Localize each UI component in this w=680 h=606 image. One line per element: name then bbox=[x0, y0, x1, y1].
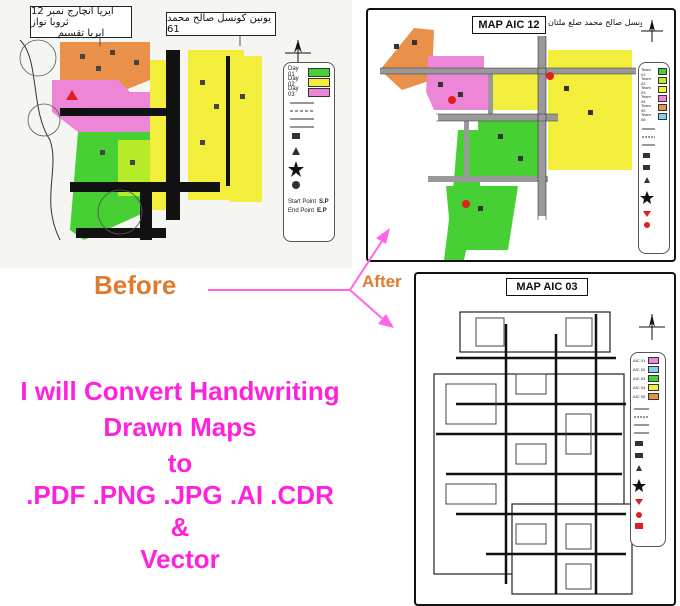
after-map-aic-03-legend-aic-5-label: AIC 05 bbox=[633, 394, 646, 399]
after-map-aic-03-legend-aic-5: AIC 05 bbox=[631, 392, 665, 401]
after-map-aic-12-legend-team-4: Team 04 bbox=[639, 93, 669, 104]
after-map-aic-12-legend-symbols bbox=[640, 128, 655, 228]
after-map-aic-12-legend-team-6: Team 06 bbox=[639, 111, 669, 122]
after-map-aic-12-legend-team-2: Team 02 bbox=[639, 75, 669, 86]
after-map-aic-12-legend-team-4-swatch bbox=[657, 95, 667, 102]
after-map-aic-12-legend-team-4-label: Team 04 bbox=[641, 93, 651, 104]
after-map-aic-12-legend-team-3: Team 03 bbox=[639, 84, 669, 95]
before-legend-day-2: Day 02 bbox=[284, 76, 334, 88]
before-legend-day-1: Day 01 bbox=[284, 66, 334, 78]
pitch-line-6: Vector bbox=[140, 544, 220, 574]
after-map-aic-12-legend-team-6-label: Team 06 bbox=[641, 111, 651, 122]
before-legend-start-point: Start Point S.P bbox=[284, 197, 334, 206]
after-map-aic-12-legend-team-5-swatch bbox=[657, 104, 667, 111]
after-label: After bbox=[362, 272, 402, 291]
before-legend-day-2-label: Day 02 bbox=[288, 76, 299, 88]
after-map-aic-12-legend-team-2-label: Team 02 bbox=[641, 75, 651, 86]
before-legend-end-code: E.P bbox=[317, 207, 327, 214]
before-legend-start-label: Start Point bbox=[288, 198, 317, 205]
before-legend-end-label: End Point bbox=[288, 207, 315, 214]
before-legend-start-code: S.P bbox=[319, 198, 329, 205]
before-legend-day-3-label: Day 03 bbox=[288, 86, 299, 98]
after-map-aic-12-legend: Team 01 Team 02 Team 03 Team 04 Team 05 … bbox=[638, 62, 670, 254]
before-after-arrows bbox=[208, 228, 394, 328]
after-map-aic-03-legend-aic-2: AIC 02 bbox=[631, 365, 665, 374]
before-label: Before bbox=[94, 270, 177, 300]
before-legend-day-1-swatch bbox=[308, 67, 330, 77]
before-header-right-box: ایریا انچارج نمبر 12 ثروبا نواز ایریا تق… bbox=[30, 5, 132, 39]
pitch-line-5: & bbox=[170, 512, 190, 542]
before-legend: Day 01 Day 02 Day 03 Start Point S.P End… bbox=[283, 62, 335, 242]
after-map-aic-03-legend-aic-4: AIC 04 bbox=[631, 383, 665, 392]
after-map-aic-12-legend-team-6-swatch bbox=[657, 113, 667, 120]
after-map-aic-12-legend-team-3-swatch bbox=[657, 86, 667, 93]
pitch-line-2: Drawn Maps bbox=[103, 412, 257, 442]
after-map-aic-03: MAP AIC 03 AIC 01 AIC 02 AIC 03 AIC 04 A… bbox=[414, 272, 676, 606]
before-header-right-subtext: ایریا تقسیم bbox=[57, 27, 105, 39]
after-map-aic-12-legend-team-3-label: Team 03 bbox=[641, 84, 651, 95]
after-map-aic-03-title-box: MAP AIC 03 bbox=[506, 278, 588, 296]
after-map-aic-03-title: MAP AIC 03 bbox=[516, 281, 578, 293]
before-legend-day-2-swatch bbox=[308, 77, 330, 87]
before-legend-day-3: Day 03 bbox=[284, 86, 334, 98]
after-map-aic-12-title-box: MAP AIC 12 bbox=[472, 16, 546, 34]
pitch-line-3: to bbox=[167, 448, 193, 478]
after-map-aic-03-legend-aic-3-swatch bbox=[648, 375, 660, 382]
after-map-aic-03-legend-aic-3-label: AIC 03 bbox=[633, 376, 646, 381]
before-header-right-text: ایریا انچارج نمبر 12 ثروبا نواز bbox=[31, 5, 114, 28]
after-map-aic-12-title: MAP AIC 12 bbox=[478, 19, 540, 31]
before-legend-day-3-swatch bbox=[308, 87, 330, 97]
after-map-aic-12-legend-team-2-swatch bbox=[657, 77, 667, 84]
after-map-aic-03-drawing bbox=[433, 311, 665, 595]
after-map-aic-03-legend: AIC 01 AIC 02 AIC 03 AIC 04 AIC 05 bbox=[630, 352, 666, 547]
before-legend-symbols bbox=[288, 102, 314, 189]
after-map-aic-12-legend-team-1: Team 01 bbox=[639, 66, 669, 77]
after-map-aic-12-legend-team-5: Team 05 bbox=[639, 102, 669, 113]
after-map-aic-12-urdu-title: نقشہ یونین کونسل صالح محمد ضلع ملتان bbox=[548, 18, 642, 27]
before-header-center-box: یونین کونسل صالح محمد 61 bbox=[166, 12, 276, 36]
before-map-image: ایریا انچارج نمبر 12 ثروبا نواز ایریا تق… bbox=[0, 0, 352, 268]
before-header-center-text: یونین کونسل صالح محمد 61 bbox=[167, 13, 271, 35]
before-legend-day-1-label: Day 01 bbox=[288, 66, 299, 78]
after-map-aic-03-legend-aic-2-swatch bbox=[648, 366, 660, 373]
pitch-line-1: I will Convert Handwriting bbox=[20, 376, 340, 406]
pitch-line-4: .PDF .PNG .JPG .AI .CDR bbox=[26, 480, 334, 510]
after-map-aic-12-legend-team-1-swatch bbox=[657, 68, 667, 75]
after-map-aic-12-drawing bbox=[380, 20, 663, 260]
before-legend-end-point: End Point E.P bbox=[284, 206, 334, 215]
after-map-aic-03-legend-aic-2-label: AIC 02 bbox=[633, 367, 646, 372]
after-map-aic-03-legend-aic-1: AIC 01 bbox=[631, 356, 665, 365]
after-map-aic-03-legend-aic-1-swatch bbox=[648, 357, 660, 364]
after-map-aic-12-legend-team-1-label: Team 01 bbox=[641, 66, 651, 77]
after-map-aic-03-legend-aic-4-swatch bbox=[648, 384, 660, 391]
after-map-aic-12: MAP AIC 12 نقشہ یونین کونسل صالح محمد ضل… bbox=[366, 8, 676, 262]
after-map-aic-03-legend-aic-3: AIC 03 bbox=[631, 374, 665, 383]
after-map-aic-03-legend-symbols bbox=[632, 408, 649, 529]
after-map-aic-03-legend-aic-1-label: AIC 01 bbox=[633, 358, 646, 363]
after-map-aic-12-legend-team-5-label: Team 05 bbox=[641, 102, 651, 113]
after-map-aic-03-legend-aic-4-label: AIC 04 bbox=[633, 385, 646, 390]
after-map-aic-03-legend-aic-5-swatch bbox=[648, 393, 660, 400]
